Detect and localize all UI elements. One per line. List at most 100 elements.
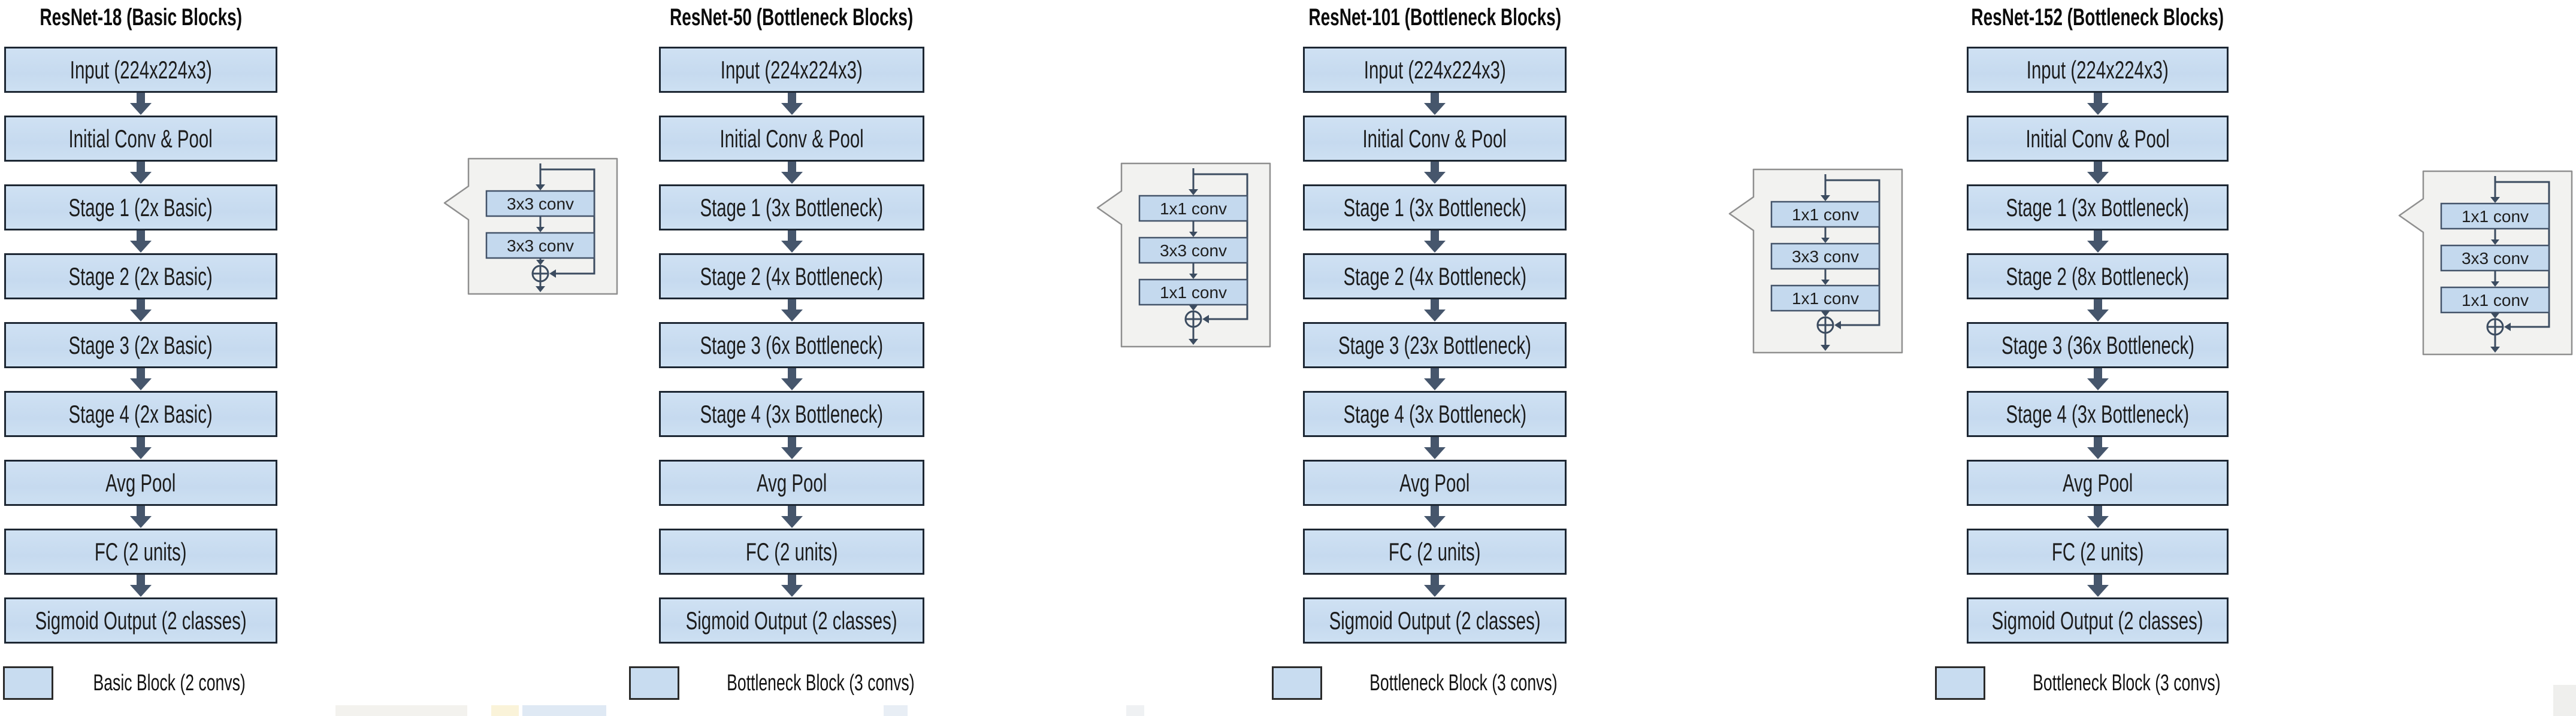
legend: Basic Block (2 convs): [3, 665, 277, 702]
flow-arrow-down-icon: [1424, 93, 1446, 115]
flow-box-label: FC (2 units): [1389, 537, 1481, 566]
flow-arrow-down-icon: [2087, 162, 2109, 184]
flow-arrow-down-icon: [781, 575, 803, 597]
flow-box-label: Stage 2 (4x Bottleneck): [700, 262, 884, 290]
column-title: ResNet-101 (Bottleneck Blocks): [1303, 1, 1567, 34]
edge-artifact: [522, 705, 606, 716]
column-title: ResNet-50 (Bottleneck Blocks): [659, 1, 924, 34]
initial-conv-pool-box: Initial Conv & Pool: [659, 116, 924, 162]
flow-box-label: Sigmoid Output (2 classes): [35, 606, 247, 635]
flow-arrow-down-icon: [781, 506, 803, 528]
arrowhead-icon: [2491, 239, 2499, 245]
inset-conv-label: 1x1 conv: [2462, 291, 2529, 310]
flow-arrow-down-icon: [2087, 575, 2109, 597]
legend-label: Bottleneck Block (3 convs): [726, 670, 915, 696]
arrowhead-icon: [2504, 323, 2511, 331]
flow-box-label: FC (2 units): [2051, 537, 2144, 566]
flow-box-label: Input (224x224x3): [69, 55, 212, 84]
stage-1-box: Stage 1 (3x Bottleneck): [1967, 184, 2229, 230]
edge-artifact: [1126, 705, 1144, 716]
arrowhead-icon: [536, 184, 545, 190]
fc-box: FC (2 units): [659, 529, 924, 575]
basic-block-inset: 3x3 conv 3x3 conv: [443, 157, 618, 295]
arrowhead-icon: [1189, 339, 1198, 345]
inset-conv-label: 3x3 conv: [1792, 247, 1859, 266]
arrowhead-icon: [536, 286, 545, 292]
inset-conv-label: 3x3 conv: [507, 236, 574, 255]
arrowhead-icon: [1189, 305, 1198, 311]
legend-swatch: [3, 666, 54, 700]
stage-2-box: Stage 2 (4x Bottleneck): [1303, 253, 1567, 299]
flow-arrow-down-icon: [130, 575, 152, 597]
stage-3-box: Stage 3 (23x Bottleneck): [1303, 322, 1567, 368]
stage-2-box: Stage 2 (8x Bottleneck): [1967, 253, 2229, 299]
flow-box-label: Stage 3 (36x Bottleneck): [2001, 330, 2194, 359]
column-title-text: ResNet-101 (Bottleneck Blocks): [1308, 4, 1561, 31]
flow-box-label: Stage 1 (3x Bottleneck): [2006, 193, 2190, 222]
column-title: ResNet-152 (Bottleneck Blocks): [1967, 1, 2229, 34]
flow-box-label: Stage 1 (2x Basic): [68, 193, 213, 222]
flow-box-label: Stage 3 (6x Bottleneck): [700, 330, 884, 359]
inset-conv-box: [1770, 201, 1880, 228]
legend-swatch: [1934, 666, 1985, 700]
flow-arrow-down-icon: [1424, 506, 1446, 528]
flow-box-label: Stage 4 (2x Basic): [68, 399, 213, 428]
skip-connection-line: [540, 168, 595, 275]
flow-arrow-down-icon: [130, 93, 152, 115]
flow-arrow-down-icon: [1424, 230, 1446, 253]
fc-box: FC (2 units): [1303, 529, 1567, 575]
flow-box-label: Input (224x224x3): [2026, 55, 2169, 84]
inset-conv-box: [485, 232, 595, 259]
flow-box-label: Initial Conv & Pool: [1362, 124, 1507, 153]
inset-conv-box: [2440, 244, 2550, 272]
flow-box-label: Input (224x224x3): [1363, 55, 1506, 84]
stage-2-box: Stage 2 (4x Bottleneck): [659, 253, 924, 299]
sigmoid-output-box: Sigmoid Output (2 classes): [659, 597, 924, 644]
arrowhead-icon: [536, 227, 545, 232]
inset-conv-label: 1x1 conv: [1792, 289, 1859, 308]
flow-box-label: Stage 3 (2x Basic): [68, 330, 213, 359]
legend-swatch: [628, 666, 679, 700]
flow-arrow-down-icon: [2087, 506, 2109, 528]
stage-3-box: Stage 3 (36x Bottleneck): [1967, 322, 2229, 368]
inset-conv-label: 3x3 conv: [507, 195, 574, 213]
inset-conv-label: 1x1 conv: [1792, 205, 1859, 224]
flow-arrow-down-icon: [1424, 368, 1446, 390]
flow-arrow-down-icon: [781, 93, 803, 115]
flow-box-label: Avg Pool: [1399, 468, 1470, 497]
stage-4-box: Stage 4 (3x Bottleneck): [1303, 391, 1567, 437]
flow-arrow-down-icon: [2087, 299, 2109, 321]
flow-box-label: Avg Pool: [105, 468, 176, 497]
arrowhead-icon: [2491, 281, 2499, 287]
flow-arrow-down-icon: [781, 437, 803, 459]
arrowhead-icon: [536, 260, 545, 265]
inset-conv-box: [1770, 242, 1880, 270]
flow-box-label: Avg Pool: [2062, 468, 2133, 497]
edge-artifact: [884, 705, 908, 716]
input-box: Input (224x224x3): [4, 47, 277, 93]
inset-conv-box: [1138, 278, 1248, 306]
flow-arrow-down-icon: [2087, 368, 2109, 390]
sigmoid-output-box: Sigmoid Output (2 classes): [4, 597, 277, 644]
arrowhead-icon: [2490, 197, 2500, 203]
inset-conv-label: 1x1 conv: [1160, 283, 1227, 302]
flow-box-label: Sigmoid Output (2 classes): [686, 606, 897, 635]
input-box: Input (224x224x3): [1967, 47, 2229, 93]
arrowhead-icon: [1821, 280, 1830, 285]
arrowhead-icon: [1834, 321, 1841, 329]
flow-arrow-down-icon: [2087, 230, 2109, 253]
flow-box-label: Stage 2 (4x Bottleneck): [1343, 262, 1526, 290]
edge-artifact: [2553, 685, 2576, 716]
flow-box-label: Sigmoid Output (2 classes): [1992, 606, 2203, 635]
initial-conv-pool-box: Initial Conv & Pool: [1303, 116, 1567, 162]
flow-box-label: Initial Conv & Pool: [2025, 124, 2170, 153]
flow-arrow-down-icon: [1424, 299, 1446, 321]
architecture-column: ResNet-18 (Basic Blocks)Input (224x224x3…: [3, 0, 277, 716]
arrowhead-icon: [1189, 189, 1198, 195]
initial-conv-pool-box: Initial Conv & Pool: [1967, 116, 2229, 162]
stage-1-box: Stage 1 (2x Basic): [4, 184, 277, 230]
fc-box: FC (2 units): [1967, 529, 2229, 575]
sigmoid-output-box: Sigmoid Output (2 classes): [1967, 597, 2229, 644]
